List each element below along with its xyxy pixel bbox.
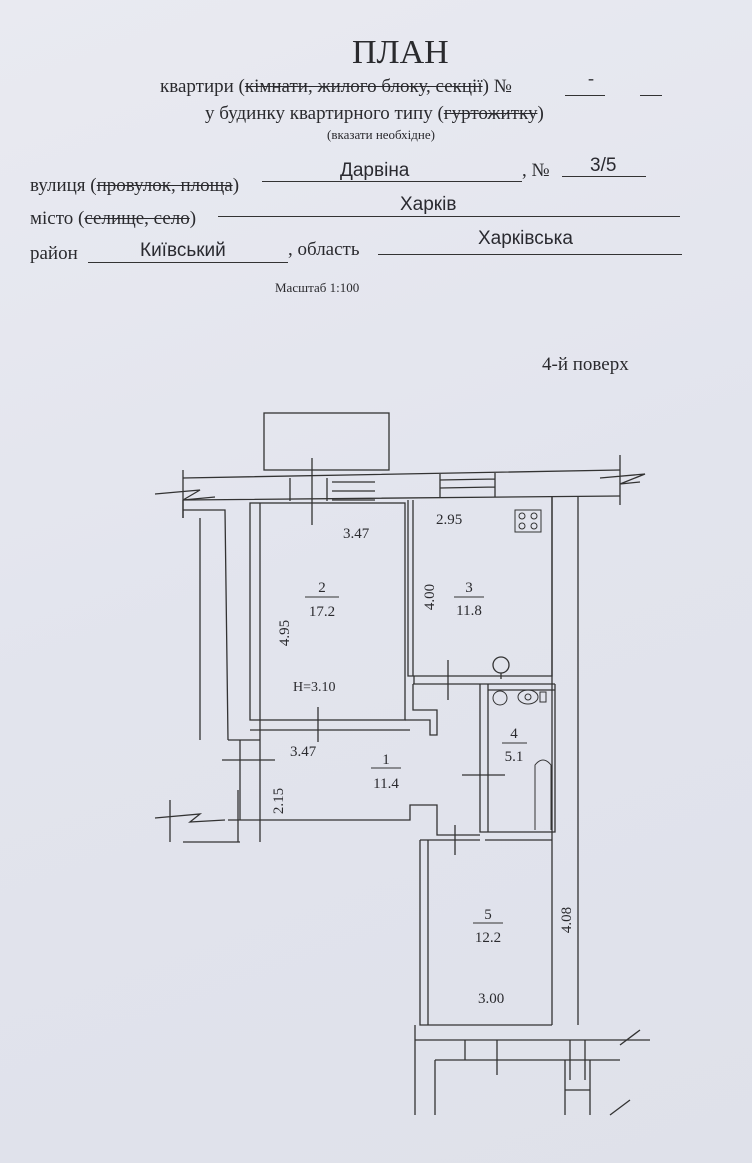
break-mark-entrance [154, 800, 240, 843]
city-label-text: місто ( [30, 208, 85, 229]
room-2-width: 3.47 [343, 526, 370, 542]
room-5-width: 3.00 [478, 991, 504, 1007]
street-struck: провулок, площа [96, 175, 233, 196]
bathtub-icon [534, 759, 552, 830]
document-title: ПЛАН [352, 34, 449, 71]
room-2-length: 4.95 [277, 620, 293, 646]
washbasin-icon [492, 690, 508, 706]
city-close: ) [189, 208, 197, 229]
room-2-number: 2 [318, 580, 326, 596]
stove-icon [514, 509, 542, 533]
room-5-area: 12.2 [475, 930, 501, 946]
room-2-walls [250, 503, 410, 742]
room-3-width: 2.95 [436, 512, 462, 528]
ceiling-height: H=3.10 [293, 680, 336, 695]
room-3-number: 3 [465, 580, 473, 596]
apartment-line: квартири (кімнати, жилого блоку, секції)… [160, 76, 512, 98]
number-label: , № [522, 160, 550, 181]
city-value: Харків [400, 194, 457, 215]
apartment-struck: кімнати, жилого блоку, секції [244, 76, 483, 97]
city-label: місто (селище, село) [30, 208, 196, 230]
room-1-number: 1 [382, 752, 390, 768]
region-label: , область [288, 239, 360, 260]
street-label: вулиця (провулок, площа) [30, 175, 239, 197]
room-2-outline [249, 502, 406, 721]
room-1-width: 3.47 [290, 744, 317, 760]
break-mark-bottom [609, 1029, 641, 1116]
city-struck: селище, село [84, 208, 190, 229]
room-2-area: 17.2 [309, 604, 335, 620]
bathroom-outline [479, 684, 556, 833]
room-3-length: 4.00 [422, 584, 438, 610]
exterior-wall-top [182, 469, 621, 501]
house-type-prefix: у будинку квартирного типу ( [205, 103, 444, 124]
district-label: район [30, 243, 78, 264]
exterior-wall-bottom [414, 1025, 650, 1115]
room-1-area: 11.4 [373, 776, 399, 792]
room-3-bottom-wall [413, 660, 555, 700]
scale-label: Масштаб 1:100 [275, 280, 360, 295]
room-4-number: 4 [510, 726, 518, 742]
street-close: ) [232, 175, 240, 196]
house-type-struck: гуртожитку [443, 103, 538, 124]
house-type-suffix: ) [537, 103, 544, 124]
exterior-wall-left [182, 500, 229, 741]
windows-top [289, 473, 496, 501]
sink-icon [492, 656, 510, 679]
toilet-icon [517, 689, 547, 705]
number-value: 3/5 [590, 155, 617, 176]
street-label-text: вулиця ( [30, 175, 97, 196]
street-value: Дарвіна [340, 160, 410, 181]
room-4-area: 5.1 [505, 749, 524, 765]
room-5-outline [419, 825, 552, 1026]
apartment-suffix: ) № [482, 76, 512, 97]
room-1-length: 2.15 [271, 788, 287, 814]
exterior-wall-right [551, 496, 579, 1025]
corridor-wall [405, 684, 438, 736]
apartment-prefix: квартири ( [160, 76, 245, 97]
house-type-line: у будинку квартирного типу (гуртожитку) [205, 103, 544, 125]
district-value: Київський [140, 240, 226, 261]
entrance-wall [222, 739, 275, 842]
region-value: Харківська [478, 228, 573, 249]
hint-text: (вказати необхідне) [327, 127, 435, 142]
room-5-length: 4.08 [559, 907, 575, 933]
floor-label: 4-й поверх [542, 354, 629, 375]
apartment-number: - [588, 68, 594, 88]
break-mark-right [599, 455, 646, 505]
balcony [263, 412, 390, 471]
room-5-number: 5 [484, 907, 492, 923]
room-3-area: 11.8 [456, 603, 482, 619]
